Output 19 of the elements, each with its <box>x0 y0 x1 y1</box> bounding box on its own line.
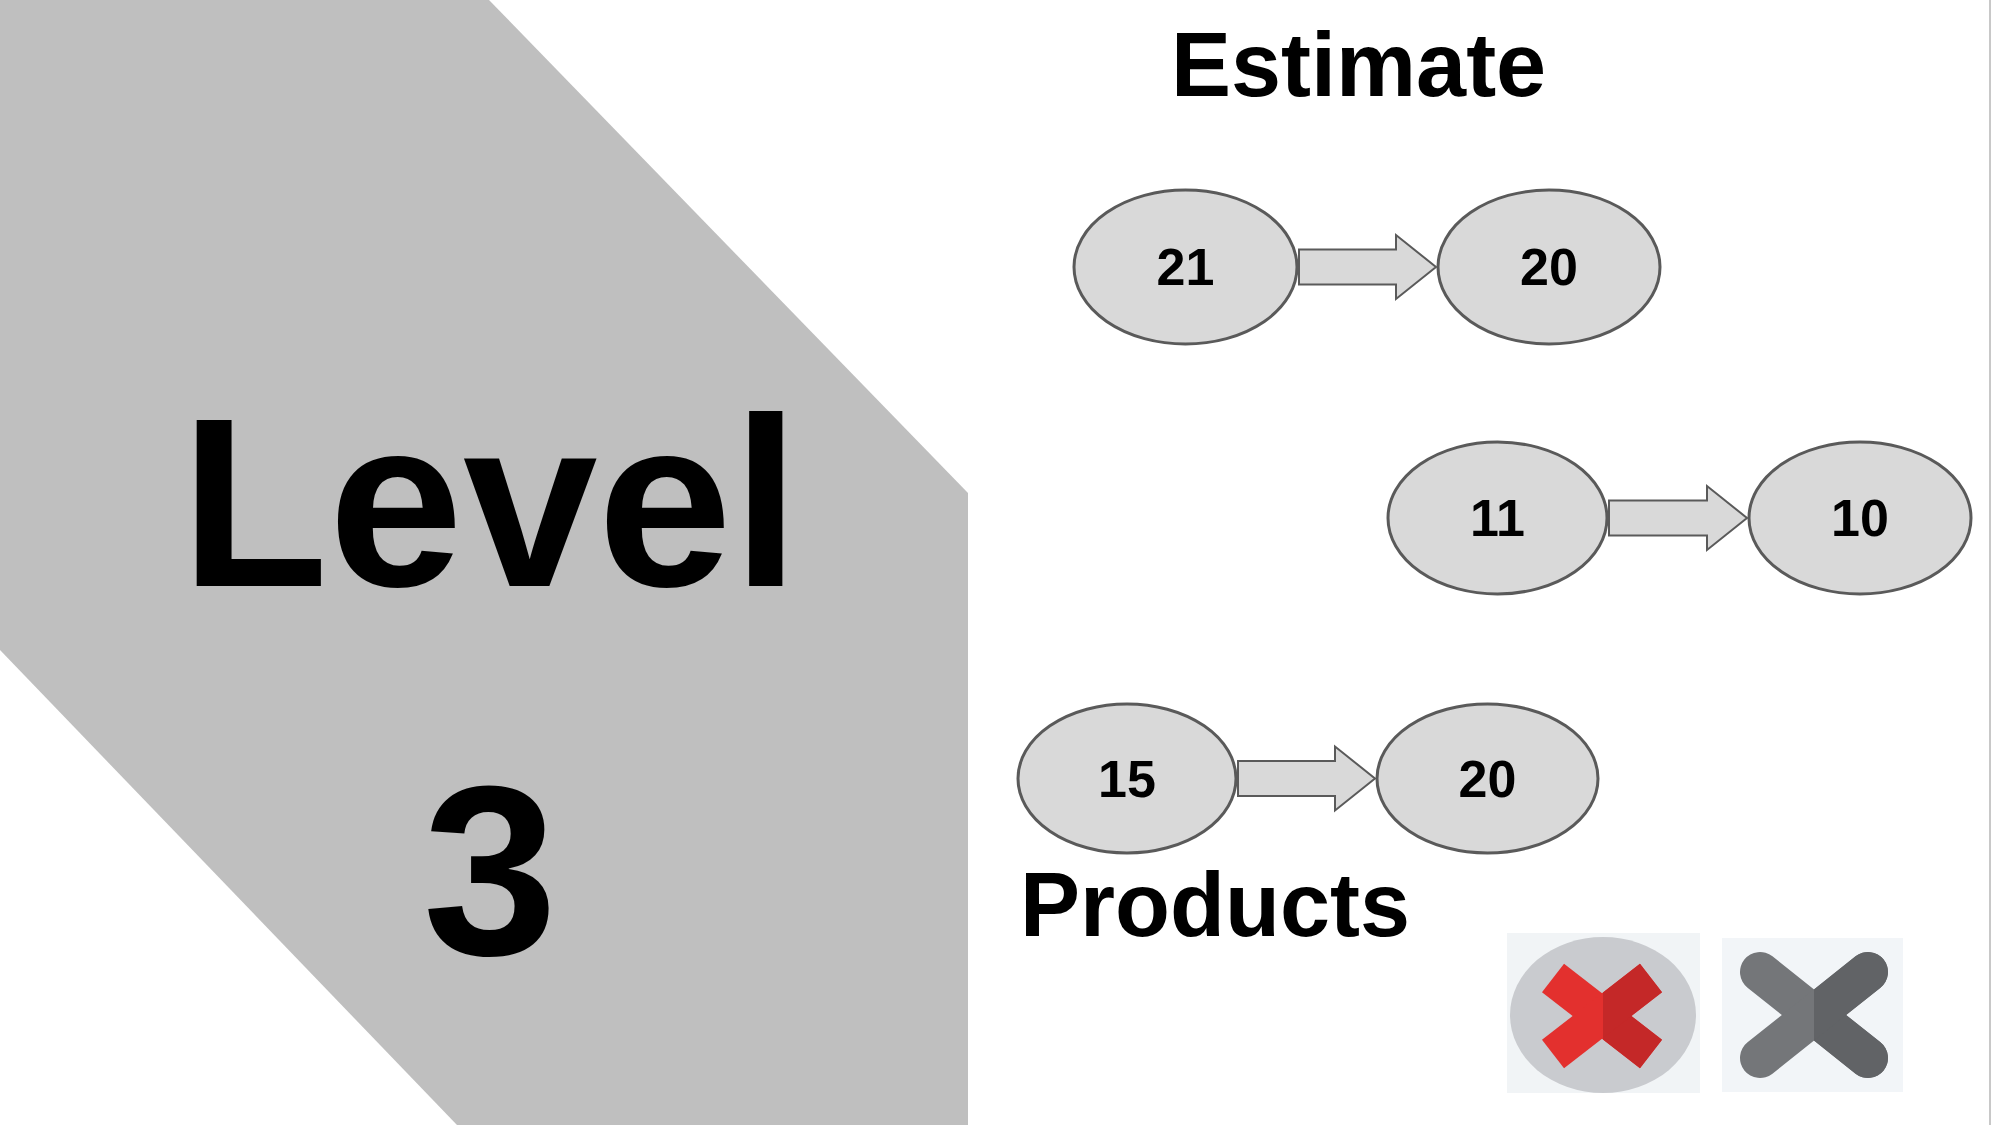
number-label: 11 <box>1470 492 1525 544</box>
ellipse-node <box>1072 188 1299 346</box>
number-label: 20 <box>1458 752 1517 805</box>
ellipse-node <box>1436 188 1662 346</box>
number-label: 15 <box>1098 752 1156 805</box>
block-arrow <box>1298 232 1438 302</box>
block-arrow <box>1608 483 1749 553</box>
ellipse-node <box>1747 440 1973 596</box>
block-arrow <box>1237 744 1377 813</box>
ellipse-node <box>1386 440 1609 596</box>
label-text: Products <box>1020 860 1411 950</box>
ellipse-node <box>1375 702 1600 855</box>
number-label: 10 <box>1831 492 1889 544</box>
title: Estimate <box>1171 20 1547 110</box>
level-panel <box>0 0 968 1125</box>
level-heading: Level 3 <box>179 366 801 1007</box>
ellipse-node <box>1016 702 1238 855</box>
number-label: 21 <box>1156 241 1215 293</box>
number-label: 20 <box>1520 241 1578 293</box>
